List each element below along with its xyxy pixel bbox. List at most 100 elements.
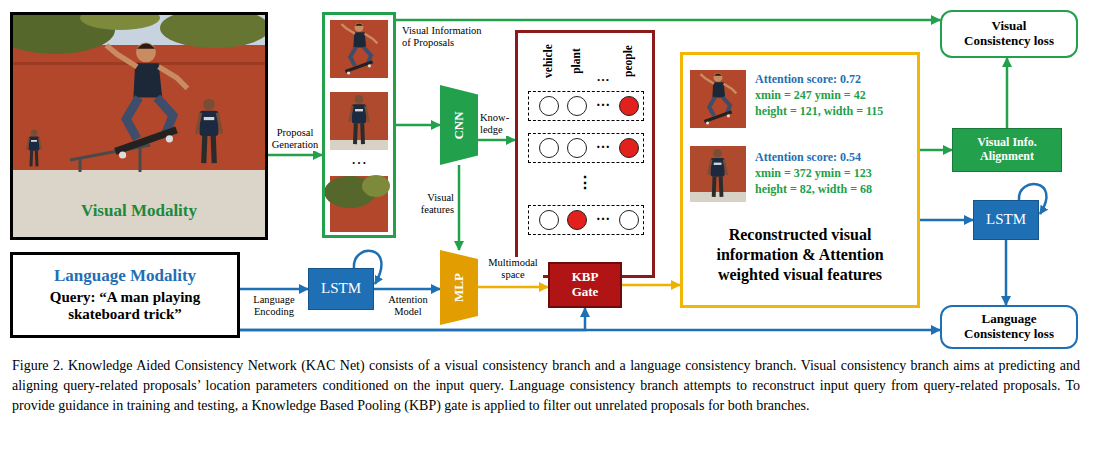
rail-post	[80, 147, 140, 172]
bystander	[708, 149, 727, 197]
box-size: height = 121, width = 115	[755, 105, 883, 119]
connector	[478, 286, 548, 289]
rail	[70, 145, 150, 160]
gate-box: KBP Gate	[548, 262, 622, 308]
query-text: Query: “A man playing skateboard trick”	[19, 289, 231, 324]
ellipsis: ⋮	[577, 174, 593, 192]
bystander	[196, 99, 221, 164]
edge-label: Know- ledge	[480, 112, 513, 136]
loss-box: Visual Consistency loss	[940, 10, 1078, 58]
output-title: Reconstructed visual information & Atten…	[695, 225, 905, 285]
gate-label: KBP Gate	[564, 270, 606, 300]
thumb-ground	[690, 146, 746, 202]
block-label: LSTM	[986, 211, 1026, 228]
class-dot	[539, 96, 559, 116]
skater	[106, 43, 187, 159]
thumb-ground	[330, 20, 388, 78]
ellipsis: …	[325, 151, 393, 167]
attention-score: Attention score: 0.54	[755, 151, 861, 165]
edge-label: Visual Information of Proposals	[402, 25, 488, 49]
output-box: Attention score: 0.72 xmin = 247 ymin = 4…	[680, 52, 920, 308]
connector	[458, 165, 461, 250]
class-row: …	[528, 91, 644, 121]
class-header: vehicle	[542, 44, 555, 78]
skater	[341, 23, 377, 75]
thumb-ground	[690, 70, 746, 128]
block-label: CNN	[452, 111, 467, 139]
photo	[13, 15, 265, 237]
tree	[160, 15, 265, 48]
class-header: plant	[570, 48, 583, 74]
class-dot	[619, 96, 639, 116]
thumb-floor	[690, 192, 746, 202]
class-dot	[567, 96, 587, 116]
connector	[1006, 58, 1009, 128]
attention-score: Attention score: 0.72	[755, 73, 861, 87]
modality-title: Language Modality	[54, 266, 196, 286]
modality-title: Visual Modality	[13, 201, 265, 221]
bystander	[349, 95, 368, 144]
connector	[240, 329, 940, 332]
figure-caption: Figure 2. Knowledge Aided Consistency Ne…	[12, 356, 1080, 416]
class-dot	[567, 138, 587, 158]
cnn-block: CNN	[440, 85, 478, 165]
class-dot	[619, 138, 639, 158]
connector	[622, 284, 680, 287]
box-coordinates: xmin = 247 ymin = 42	[755, 89, 866, 103]
mlp-block: MLP	[440, 250, 478, 325]
tree	[362, 175, 390, 197]
tree	[80, 15, 160, 30]
skater	[700, 73, 736, 125]
lstm-block: LSTM	[973, 200, 1039, 240]
connector	[1005, 240, 1008, 305]
edge-label: Proposal Generation	[270, 127, 320, 151]
attended-thumbnail	[690, 146, 746, 202]
proposal-thumbnail	[324, 175, 390, 232]
loss-label: Visual Consistency loss	[959, 19, 1059, 49]
class-header: people	[622, 45, 635, 77]
connector	[920, 219, 973, 222]
connector	[374, 288, 440, 291]
edge-label: Language Encoding	[242, 294, 306, 318]
ellipsis: …	[596, 94, 610, 110]
class-row: …	[528, 133, 644, 163]
class-row: …	[528, 205, 644, 235]
thumb-ground	[330, 92, 388, 150]
class-dot	[539, 138, 559, 158]
trapezoid-fill	[440, 250, 478, 325]
knowledge-box: … … … vehicle plant … people ⋮	[515, 30, 655, 278]
edge-label: Visual features	[400, 192, 454, 216]
block-label: MLP	[452, 273, 467, 302]
proposal-box: …	[322, 12, 396, 238]
block-label: Visual Info. Alignment	[959, 136, 1055, 164]
connector	[478, 139, 515, 142]
ellipsis: …	[596, 136, 610, 152]
ellipsis: …	[596, 208, 610, 224]
class-dot	[539, 210, 559, 230]
connector	[268, 154, 322, 157]
connector	[240, 288, 308, 291]
modality-box: Language ModalityQuery: “A man playing s…	[10, 252, 240, 338]
lstm-block: LSTM	[308, 268, 374, 310]
connector	[396, 19, 940, 22]
connector	[920, 149, 952, 152]
alignment-block: Visual Info. Alignment	[952, 128, 1062, 172]
proposal-thumbnail	[330, 20, 388, 78]
trapezoid-fill	[440, 85, 478, 165]
box-size: height = 82, width = 68	[755, 183, 872, 197]
ground	[13, 170, 265, 237]
loss-label: Language Consistency loss	[959, 312, 1059, 342]
proposal-thumbnail	[330, 92, 388, 150]
thumb-floor	[330, 140, 388, 150]
connector	[396, 124, 440, 127]
loss-box: Language Consistency loss	[940, 305, 1078, 349]
edge-label: Multimodal space	[483, 257, 543, 281]
class-dot	[567, 210, 587, 230]
ellipsis: …	[597, 70, 610, 85]
edge-label: Attention Model	[377, 294, 439, 318]
block-label: LSTM	[321, 280, 361, 297]
bystander	[27, 130, 41, 167]
attended-thumbnail	[690, 70, 746, 128]
